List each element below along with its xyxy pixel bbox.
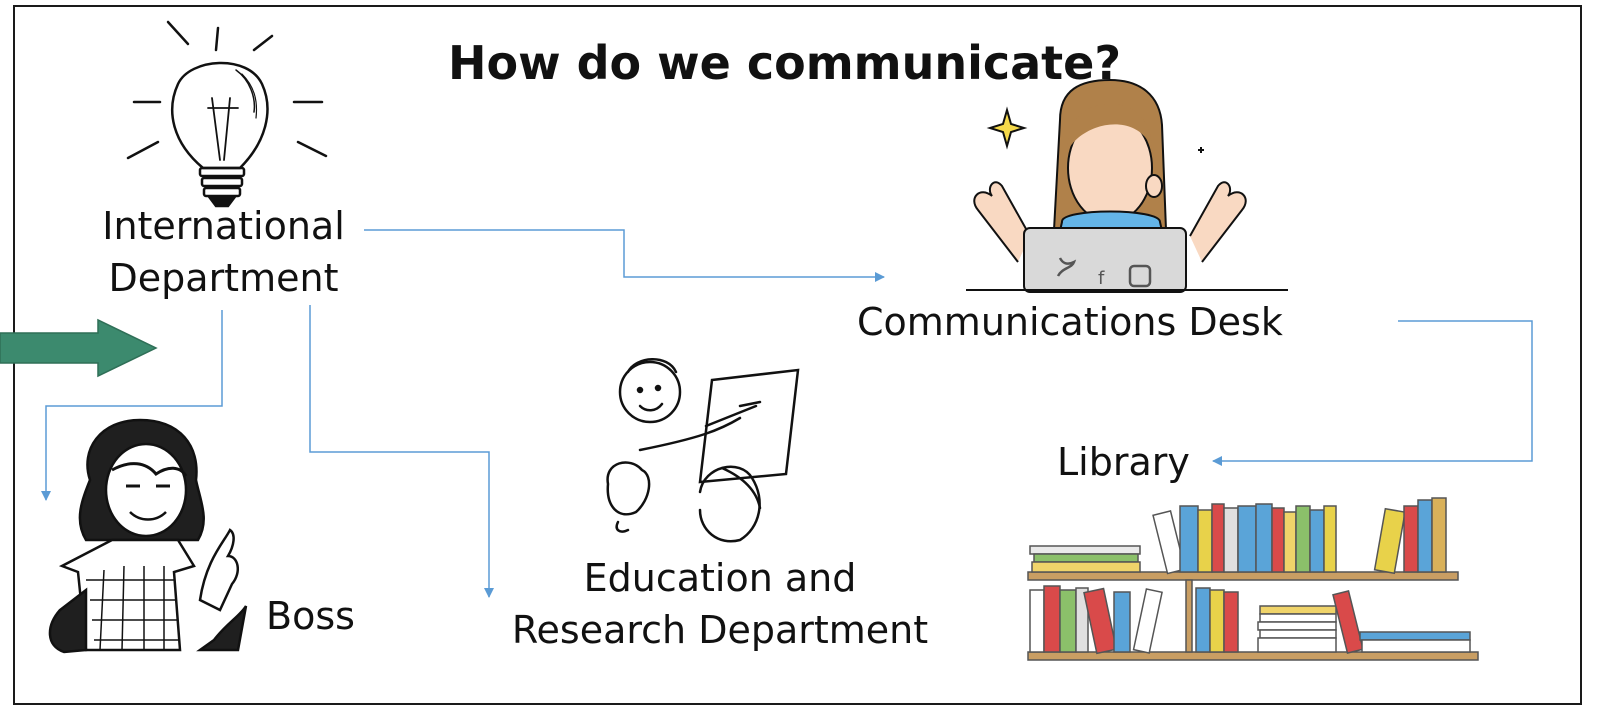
svg-text:f: f (1098, 268, 1105, 289)
diagram-graphics: f (0, 20, 1533, 661)
international-label-line1: International (102, 204, 345, 248)
entry-arrow (0, 318, 158, 378)
international-department-label: International Department (86, 200, 361, 304)
diagram-canvas: How do we communicate? International Dep… (0, 5, 1582, 705)
connector-comms-to-library (1212, 320, 1533, 466)
boss-woman-icon (48, 418, 248, 654)
library-label: Library (1057, 440, 1190, 484)
diagram-title: How do we communicate? (448, 36, 1122, 90)
education-label-line2: Research Department (511, 608, 929, 652)
boss-label: Boss (266, 594, 355, 638)
connector-international-to-education (309, 305, 494, 598)
teacher-students-icon (606, 358, 800, 543)
communications-person-icon: f (966, 78, 1288, 293)
communications-desk-label: Communications Desk (857, 300, 1283, 344)
bookshelf-icon (1027, 497, 1479, 661)
education-label-line1: Education and (583, 556, 857, 600)
education-research-label: Education and Research Department (485, 552, 955, 656)
international-label-line2: Department (108, 256, 339, 300)
connector-international-to-boss (41, 310, 223, 501)
lightbulb-icon (126, 20, 328, 208)
connector-international-to-comms (364, 229, 885, 282)
